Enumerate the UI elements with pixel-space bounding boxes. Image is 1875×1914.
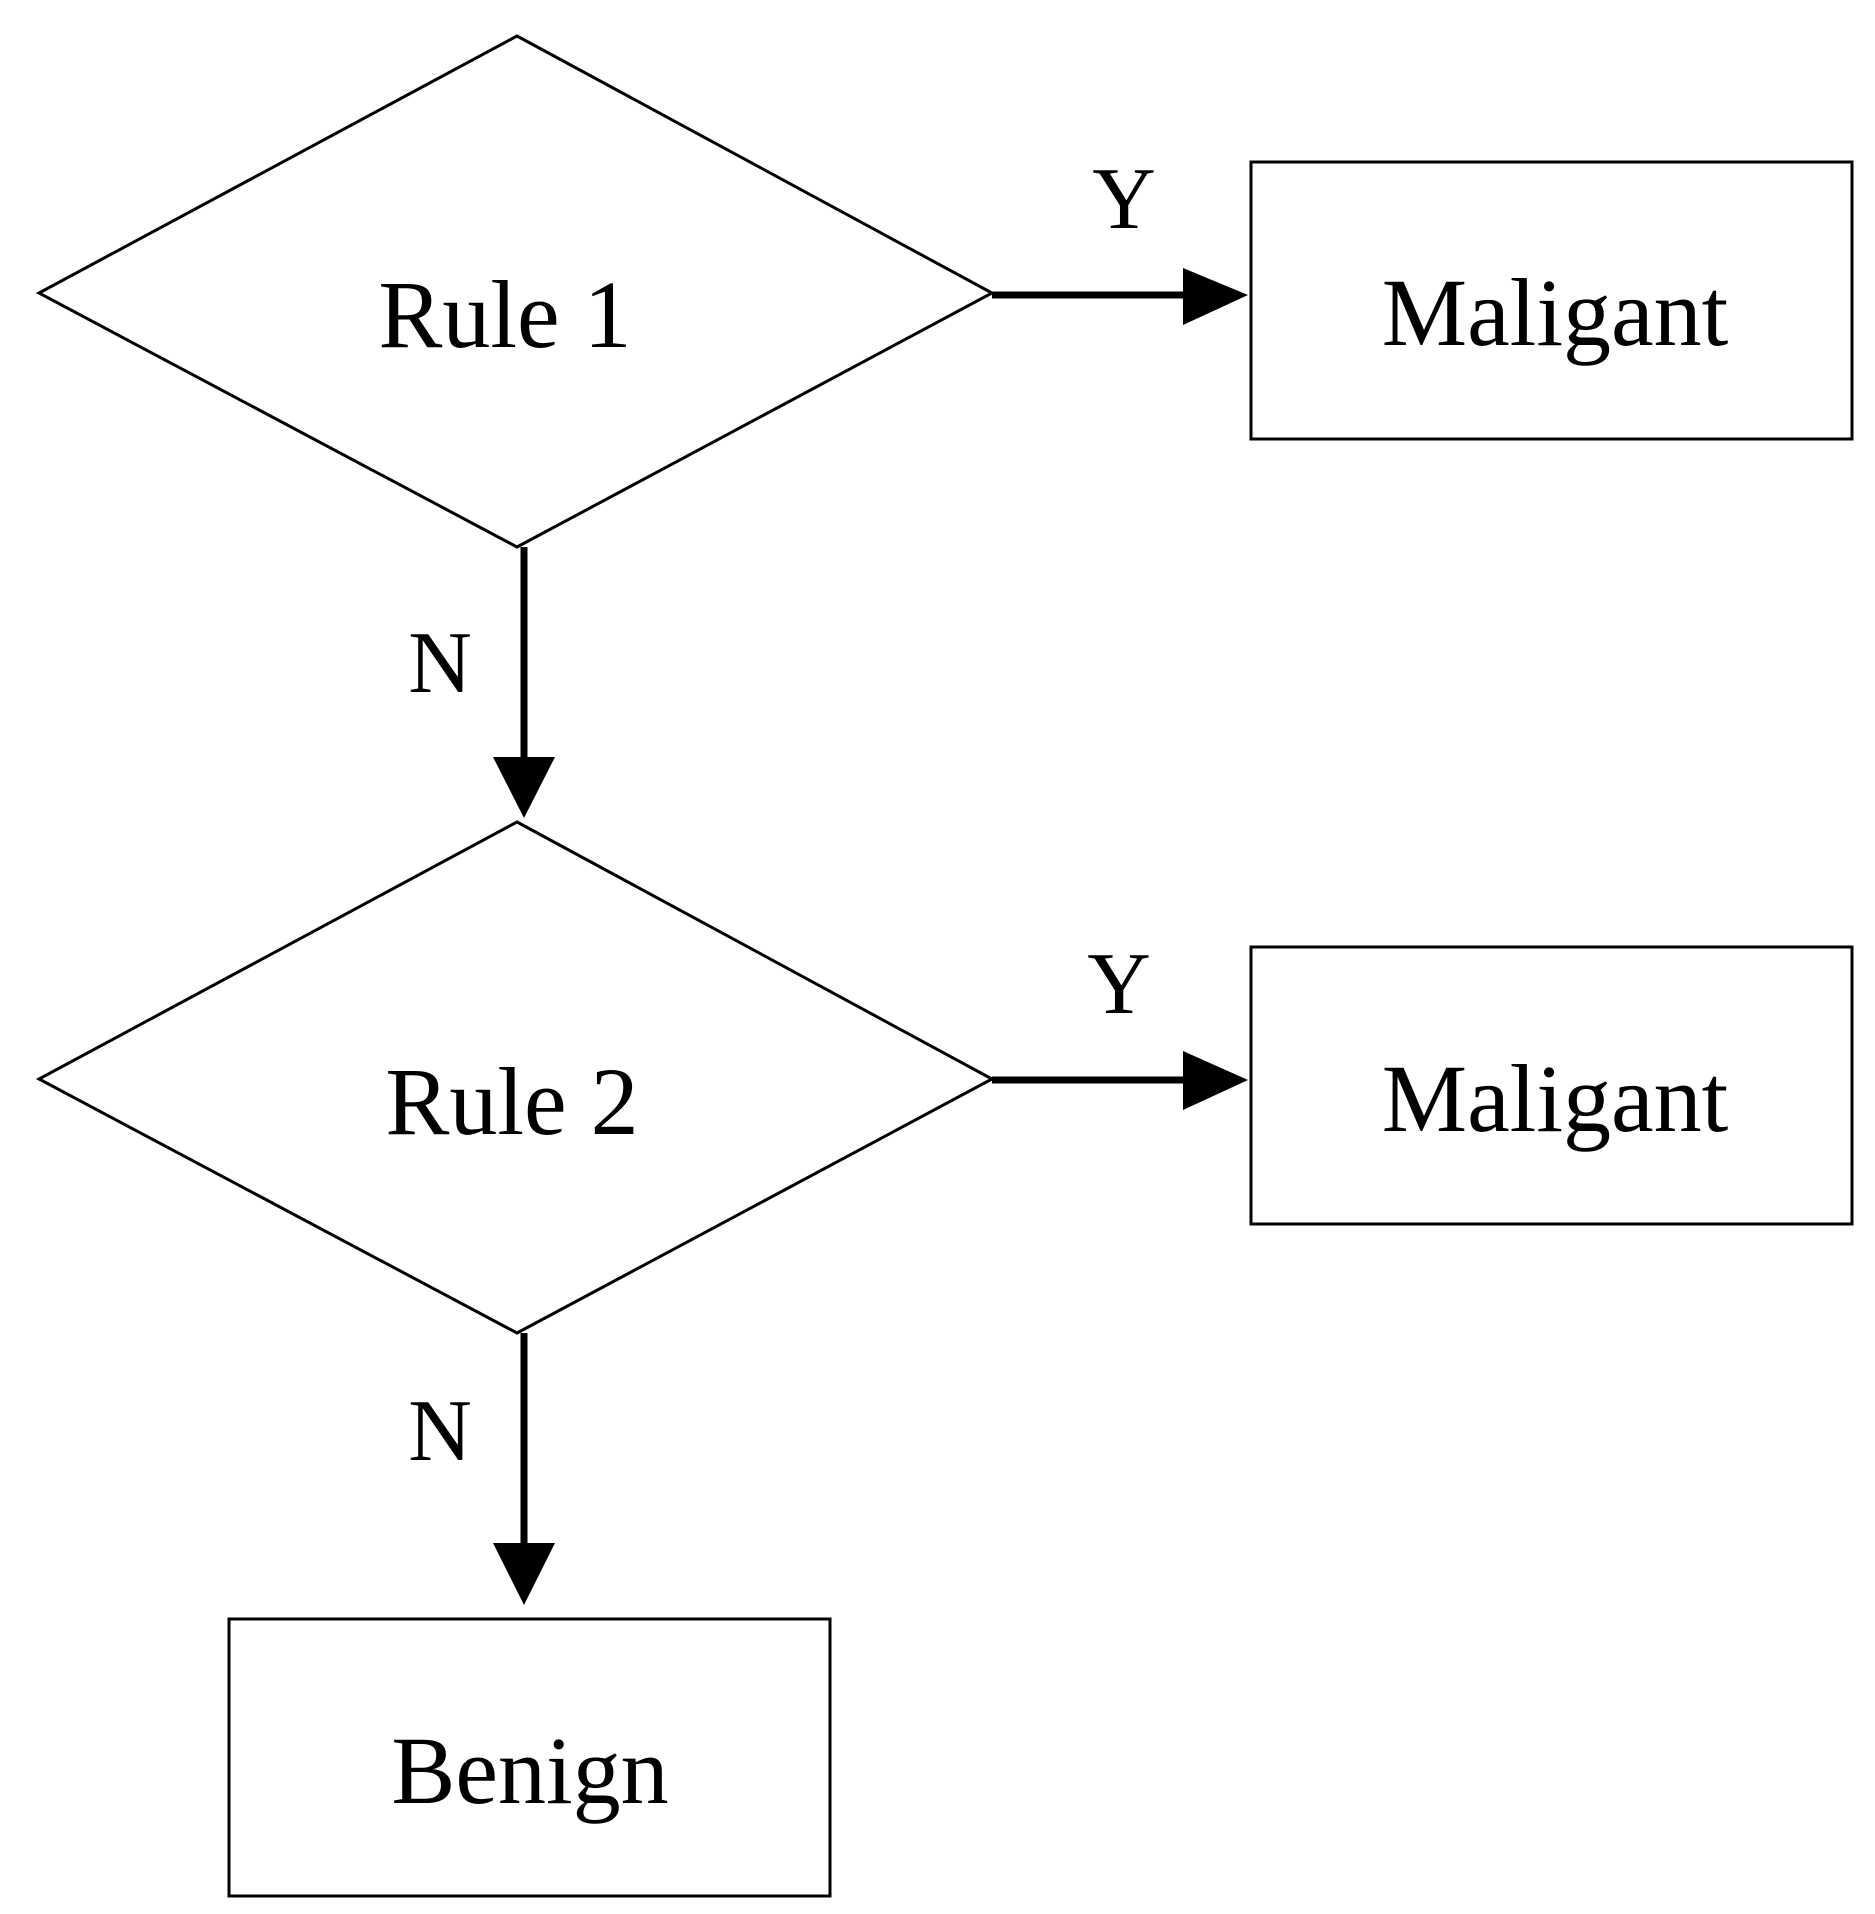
benign-rect — [227, 1617, 832, 1898]
edge-rule-2-no: N — [408, 1333, 555, 1605]
malignant-1-label: Maligant — [1382, 259, 1729, 366]
malignant-1-rect — [1249, 160, 1854, 441]
malignant-box-2: Maligant — [1249, 945, 1854, 1226]
malignant-2-label: Maligant — [1382, 1045, 1729, 1152]
edge-rule-2-no-arrowhead — [493, 1543, 555, 1605]
edge-rule-2-yes-label: Y — [1087, 936, 1151, 1033]
malignant-box-1: Maligant — [1249, 160, 1854, 441]
edge-rule-1-yes-label: Y — [1092, 151, 1156, 248]
malignant-2-rect — [1249, 945, 1854, 1226]
benign-box: Benign — [227, 1617, 832, 1898]
edge-rule-1-no-arrowhead — [493, 757, 555, 818]
edge-rule-2-yes: Y — [992, 936, 1248, 1110]
edge-rule-1-no: N — [408, 547, 555, 818]
edge-rule-2-yes-arrowhead — [1183, 1051, 1248, 1110]
edge-rule-1-yes: Y — [992, 151, 1248, 325]
edge-rule-1-yes-arrowhead — [1183, 268, 1248, 325]
rule-2-decision: Rule 2 — [35, 820, 996, 1335]
rule-1-diamond — [35, 34, 996, 549]
rule-2-label: Rule 2 — [385, 1048, 638, 1155]
rule-1-label: Rule 1 — [378, 261, 631, 368]
rule-2-diamond — [35, 820, 996, 1335]
rule-1-decision: Rule 1 — [35, 34, 996, 549]
edge-rule-1-no-label: N — [408, 615, 472, 712]
benign-label: Benign — [391, 1717, 668, 1824]
edge-rule-2-no-label: N — [408, 1383, 472, 1480]
